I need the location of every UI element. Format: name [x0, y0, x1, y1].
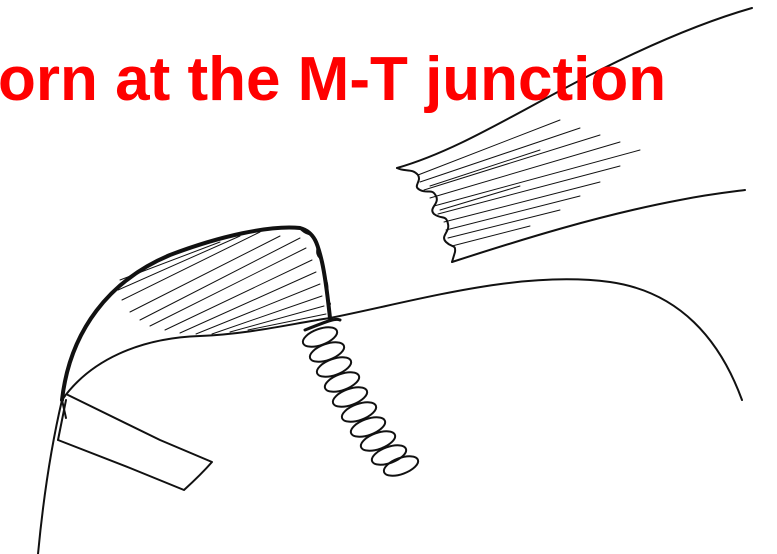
bone-outline — [38, 279, 742, 554]
probe-instrument — [58, 395, 212, 490]
muscle-belly — [62, 228, 330, 400]
slide-title: orn at the M-T junction — [0, 45, 666, 115]
suture-anchor-screw — [300, 319, 420, 479]
tendon-fiber-hatching — [418, 120, 640, 246]
muscle-fiber-hatching — [118, 232, 326, 334]
